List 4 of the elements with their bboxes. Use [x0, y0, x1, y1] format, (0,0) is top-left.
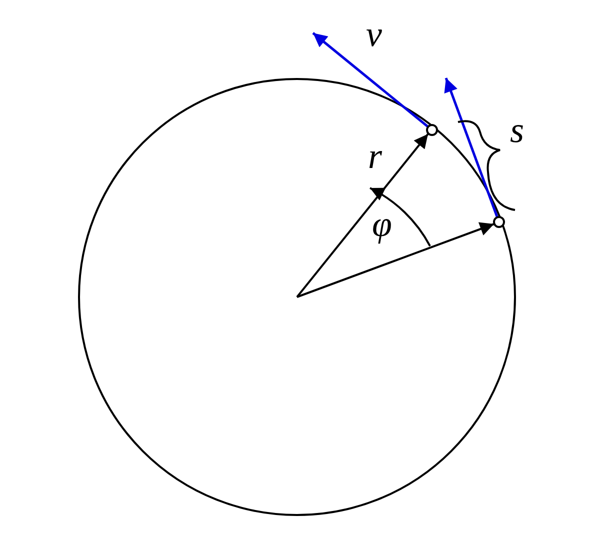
angle-label: φ	[372, 206, 392, 242]
arc-length-label: s	[510, 112, 524, 148]
radius-label: r	[368, 138, 382, 174]
velocity-label: v	[366, 16, 382, 52]
